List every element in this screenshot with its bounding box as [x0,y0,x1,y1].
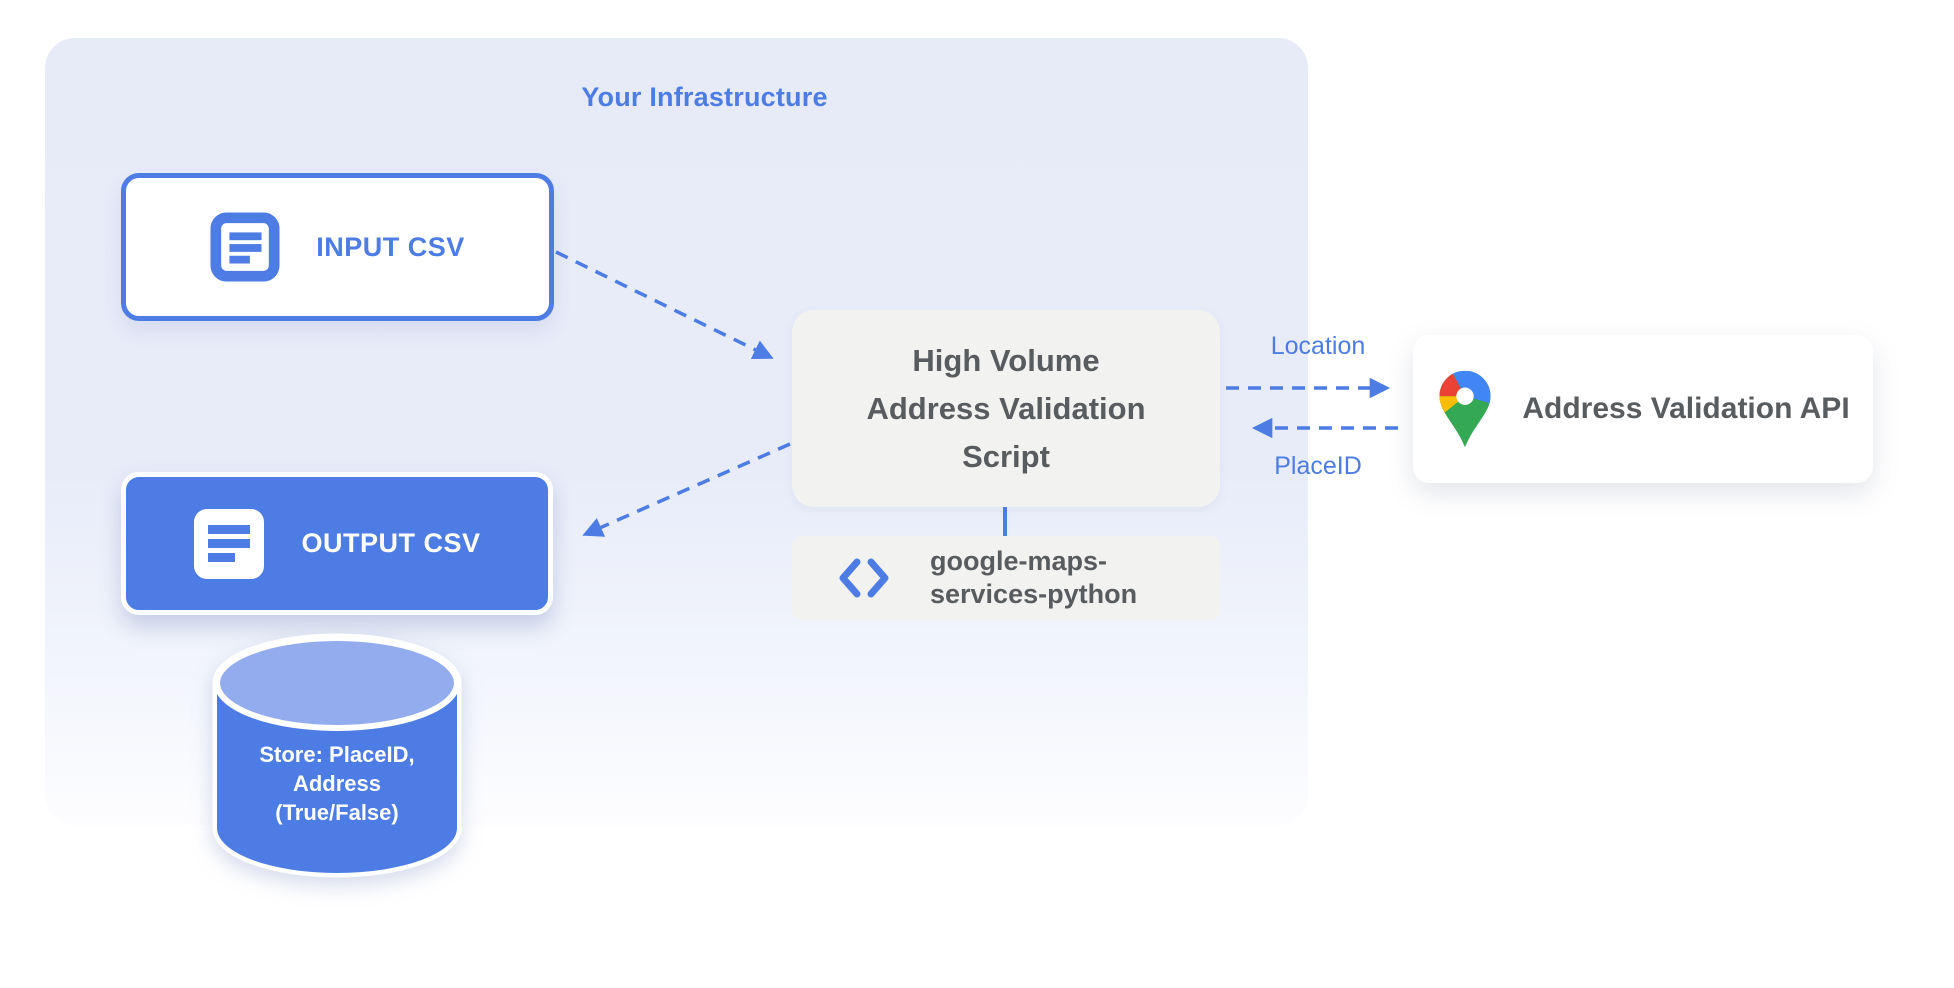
library-label-line: google-maps- [930,546,1108,576]
datastore-label: Store: PlaceID, Address (True/False) [217,740,457,827]
script-library-connector [1003,505,1007,538]
output-csv-box: OUTPUT CSV [121,472,553,615]
input-csv-box: INPUT CSV [121,173,554,321]
script-box: High Volume Address Validation Script [792,310,1220,507]
script-label-line: Address Validation [866,390,1146,426]
location-edge-label: Location [1270,332,1366,360]
datastore-line: (True/False) [275,800,399,825]
script-label-line: High Volume [912,342,1100,378]
document-icon [210,212,280,282]
api-box: Address Validation API [1413,335,1873,483]
input-csv-label: INPUT CSV [316,231,465,262]
library-label-line: services-python [930,579,1138,609]
infrastructure-title: Your Infrastructure [581,82,828,112]
library-box: google-maps- services-python [792,536,1220,620]
library-label: google-maps- services-python [930,545,1137,611]
datastore-cylinder [205,628,469,888]
api-label: Address Validation API [1522,392,1850,425]
document-icon [194,508,265,579]
code-icon [839,558,889,598]
output-csv-label: OUTPUT CSV [301,528,481,558]
datastore-line: Address [292,771,382,796]
script-label-line: Script [962,438,1050,474]
google-maps-pin-icon [1439,370,1491,448]
placeid-edge-label: PlaceID [1274,452,1362,480]
datastore-line: Store: PlaceID, [259,742,415,767]
